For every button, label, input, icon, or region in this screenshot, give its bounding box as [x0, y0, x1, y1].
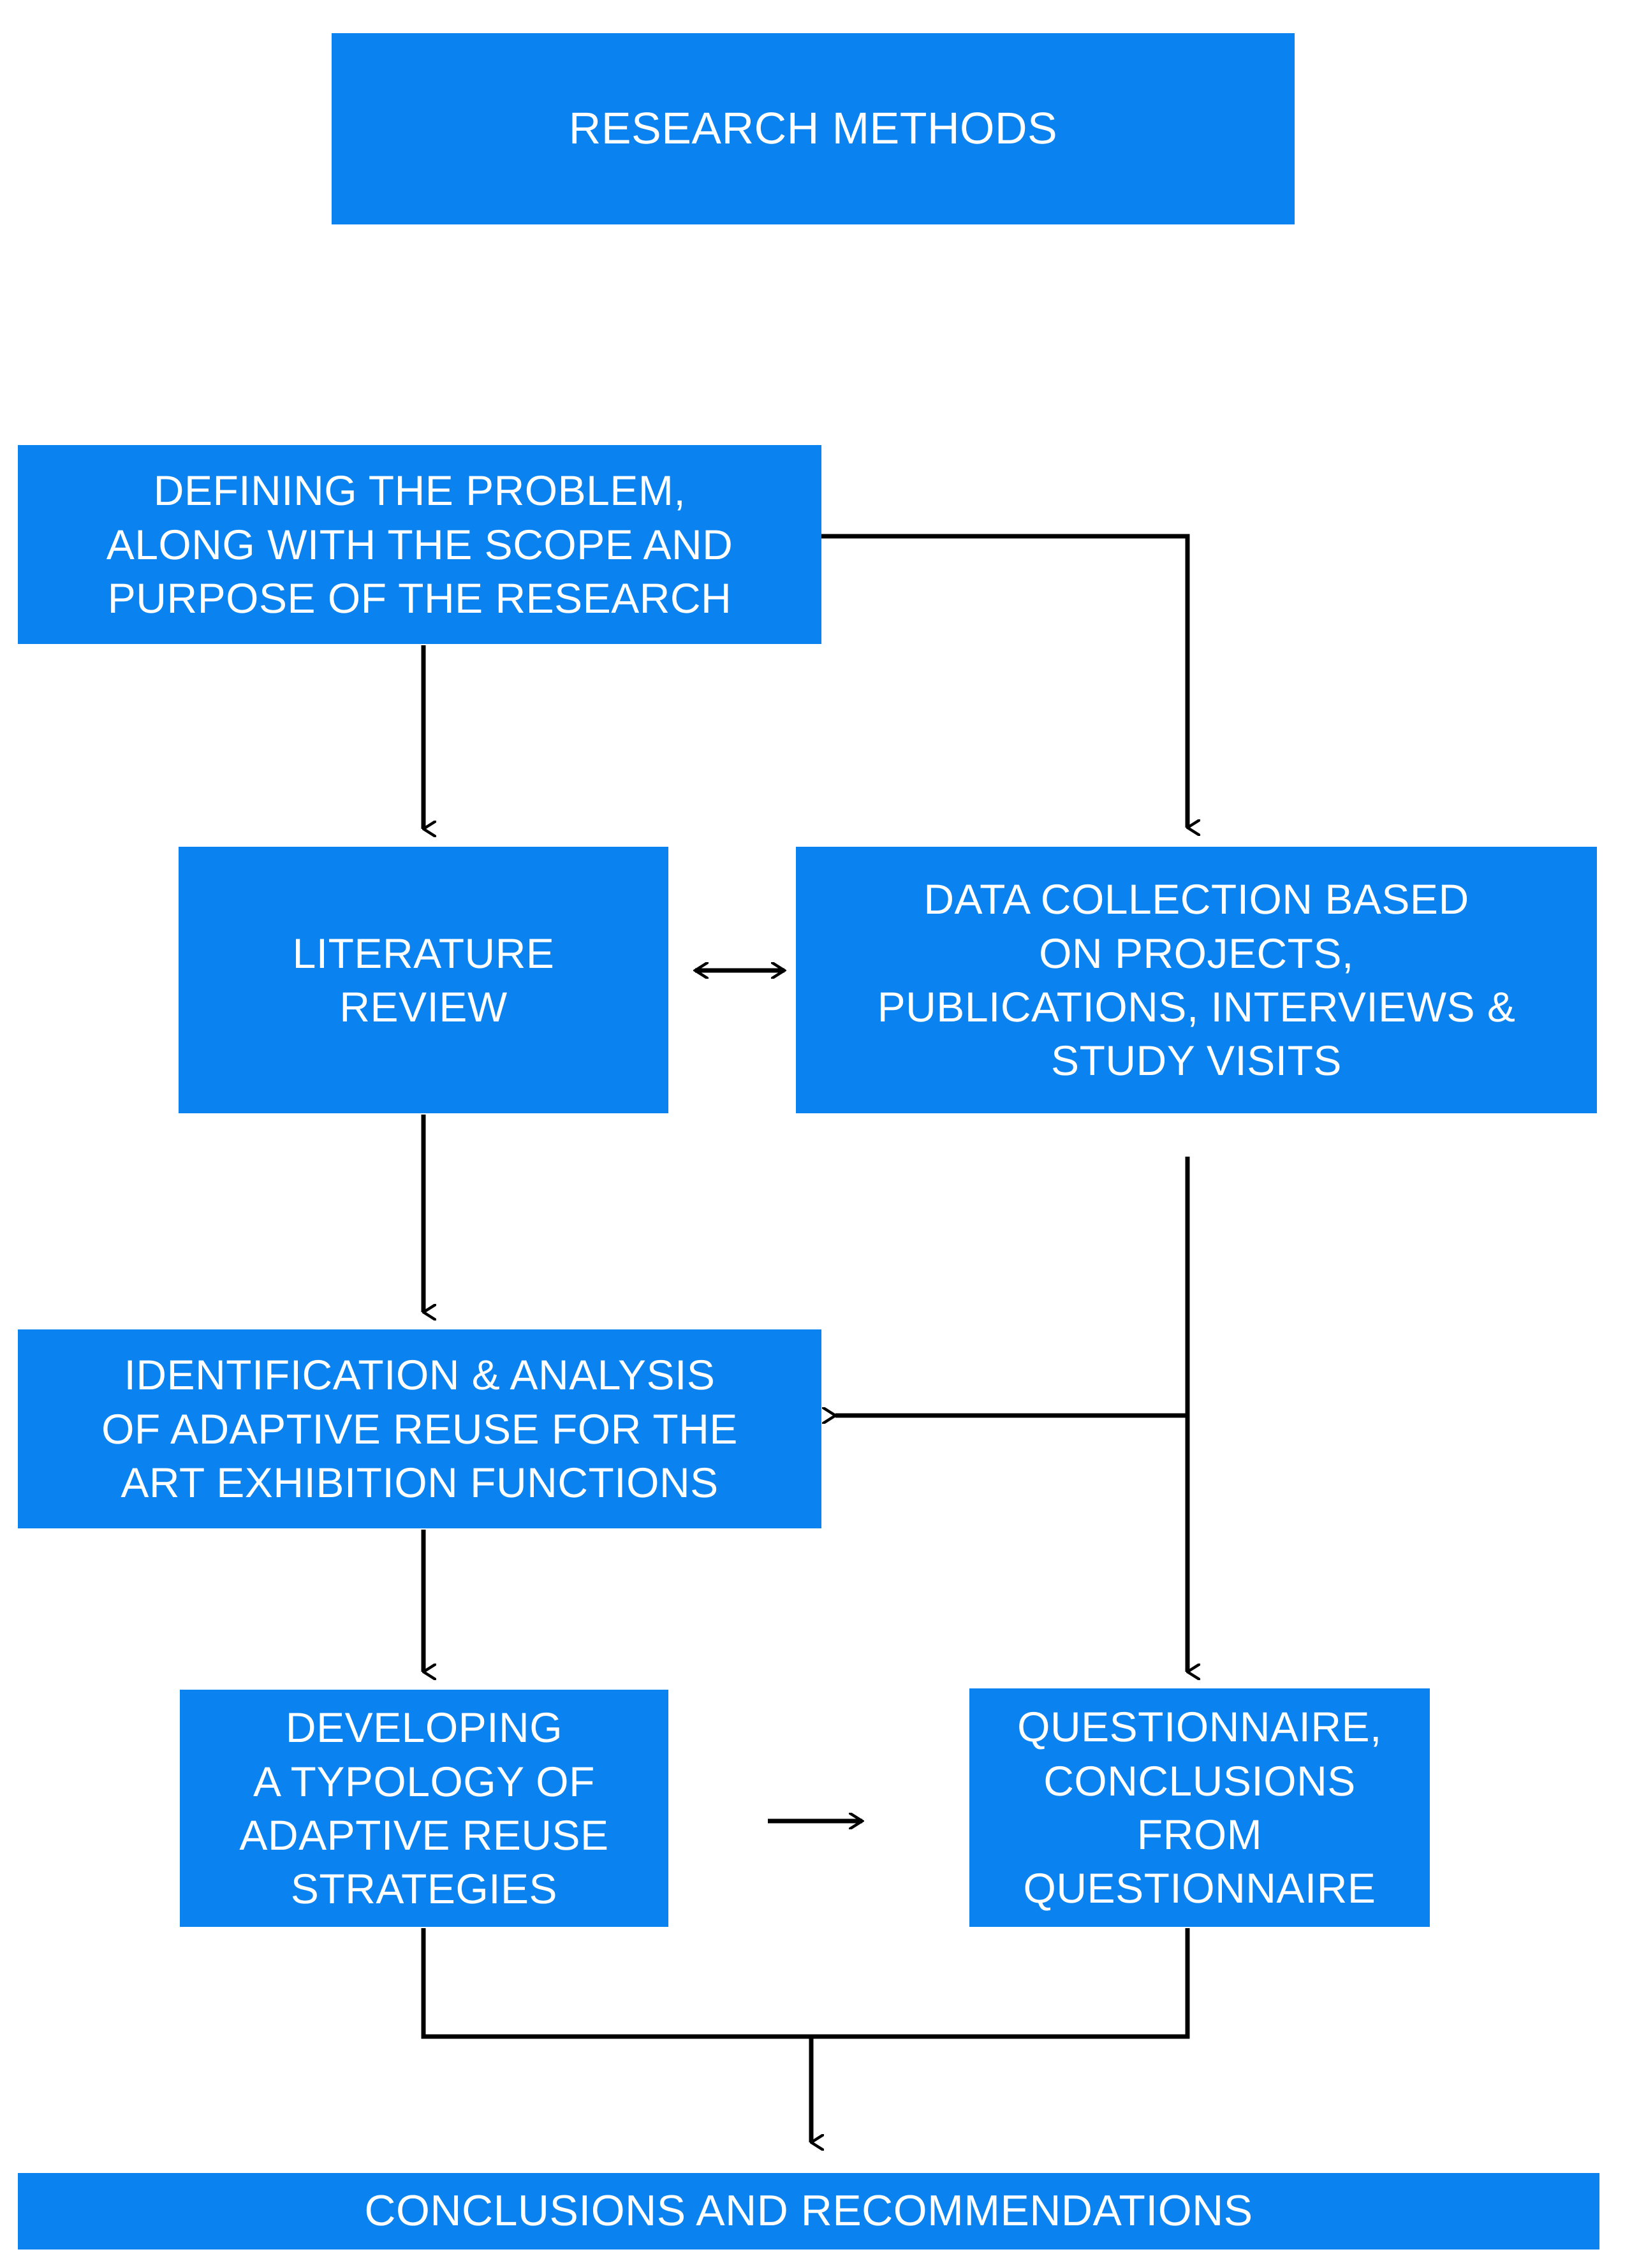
node-label: DATA COLLECTION BASED ON PROJECTS, PUBLI… — [877, 875, 1516, 1085]
node-identification-analysis[interactable]: IDENTIFICATION & ANALYSIS OF ADAPTIVE RE… — [18, 1329, 821, 1528]
connector-problem-to-data-collection — [821, 534, 1187, 828]
node-label: RESEARCH METHODS — [568, 103, 1058, 154]
node-research-methods[interactable]: RESEARCH METHODS — [332, 33, 1295, 224]
node-data-collection[interactable]: DATA COLLECTION BASED ON PROJECTS, PUBLI… — [796, 847, 1597, 1113]
connector-merge-to-conclusions — [421, 1928, 1190, 2142]
node-label: DEFINING THE PROBLEM, ALONG WITH THE SCO… — [106, 467, 733, 622]
connector-data-to-identification — [835, 1157, 1190, 1416]
node-label: IDENTIFICATION & ANALYSIS OF ADAPTIVE RE… — [101, 1351, 738, 1507]
node-label: CONCLUSIONS AND RECOMMENDATIONS — [364, 2186, 1253, 2235]
node-literature-review[interactable]: LITERATURE REVIEW — [179, 847, 668, 1113]
node-label: QUESTIONNAIRE, CONCLUSIONS FROM QUESTION… — [1017, 1703, 1382, 1912]
node-defining-the-problem[interactable]: DEFINING THE PROBLEM, ALONG WITH THE SCO… — [18, 445, 821, 644]
node-label: LITERATURE REVIEW — [292, 929, 555, 1030]
node-questionnaire-conclusions[interactable]: QUESTIONNAIRE, CONCLUSIONS FROM QUESTION… — [969, 1688, 1430, 1927]
node-conclusions-recommendations[interactable]: CONCLUSIONS AND RECOMMENDATIONS — [18, 2173, 1599, 2250]
node-developing-typology[interactable]: DEVELOPING A TYPOLOGY OF ADAPTIVE REUSE … — [180, 1690, 668, 1927]
node-label: DEVELOPING A TYPOLOGY OF ADAPTIVE REUSE … — [239, 1704, 609, 1913]
